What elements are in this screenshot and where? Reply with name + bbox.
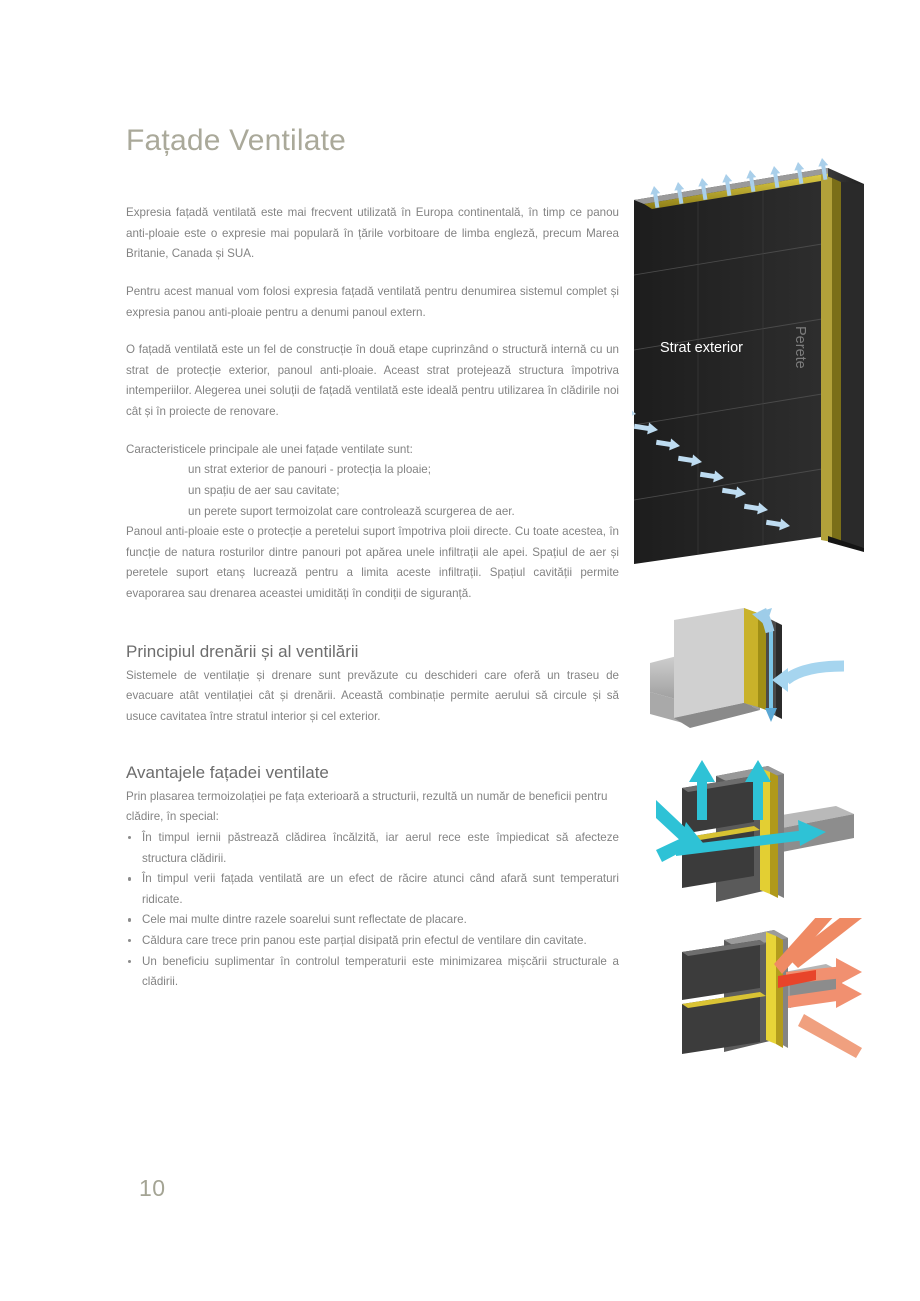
cladding-top-edge <box>634 168 837 204</box>
advantages-bullet-list: În timpul iernii păstrează clădirea încă… <box>126 828 619 993</box>
wall-cladding-face <box>633 168 829 564</box>
support-wall-top <box>674 608 744 718</box>
intro-paragraph-3: O fațadă ventilată este un fel de constr… <box>126 343 619 418</box>
solar-incoming-rays <box>774 918 862 1058</box>
solar-cladding-lower <box>682 992 760 1054</box>
insulation-top-band <box>644 172 845 209</box>
solar-hotspot <box>778 970 816 988</box>
list-item: În timpul iernii păstrează clădirea încă… <box>126 828 619 869</box>
page-number: 10 <box>139 1175 166 1201</box>
figure-label-wall: Perete <box>792 326 808 369</box>
airflow-arrows-in <box>656 800 704 862</box>
text-column: Fațade Ventilate Expresia fațadă ventila… <box>126 124 619 993</box>
insulation-layer-shadow <box>758 613 766 710</box>
insulation-side-shadow <box>832 178 841 545</box>
characteristics-block: Caracteristicele principale ale unei faț… <box>126 440 619 605</box>
section-heading-advantages: Avantajele fațadei ventilate <box>126 762 329 782</box>
characteristics-list: un strat exterior de panouri - protecția… <box>126 460 619 522</box>
support-wall-bottom <box>674 703 760 728</box>
figure-ventilated-wall <box>632 158 864 564</box>
characteristics-intro: Caracteristicele principale ale unei faț… <box>126 442 413 456</box>
airflow-arrow-right <box>676 820 826 856</box>
intro-paragraph-1: Expresia fațadă ventilată este mai frecv… <box>126 206 619 261</box>
list-item: Căldura care trece prin panou este parți… <box>126 931 619 952</box>
drainage-arrow-down <box>765 630 777 722</box>
insulation-side-strip <box>821 174 832 542</box>
solar-insulation-shadow <box>776 936 783 1048</box>
air-entry-arrow <box>772 660 845 692</box>
figure-air-circulation <box>656 760 854 902</box>
list-item: un strat exterior de panouri - protecția… <box>188 463 431 477</box>
intro-paragraph-2: Pentru acest manual vom folosi expresia … <box>126 284 619 319</box>
solar-insulation <box>766 932 776 1044</box>
section-drainage-paragraph: Sistemele de ventilație și drenare sunt … <box>126 668 619 723</box>
air-exit-arrow-up <box>752 608 775 634</box>
section-heading-drainage: Principiul drenării și al ventilării <box>126 641 359 661</box>
air-outlet-arrows <box>650 158 829 209</box>
slab-top <box>764 806 854 828</box>
solar-cladding-upper-top <box>682 940 766 956</box>
list-item: Cele mai multe dintre razele soarelui su… <box>126 910 619 931</box>
figure-drainage-detail <box>650 608 845 728</box>
air-inlet-arrows <box>632 406 790 531</box>
figure-solar-reflection <box>682 918 862 1058</box>
cladding-joint-highlight <box>682 826 760 842</box>
cladding-panel <box>776 622 782 719</box>
insulation-layer <box>744 608 758 707</box>
figure-label-exterior-layer: Strat exterior <box>660 340 743 356</box>
characteristics-closing-paragraph: Panoul anti-ploaie este o protecție a pe… <box>126 525 619 600</box>
solar-cladding-upper <box>682 940 760 1000</box>
solar-cladding-joint <box>682 992 766 1008</box>
wall-core <box>841 182 864 548</box>
list-item: Un beneficiu suplimentar în controlul te… <box>126 952 619 993</box>
list-item: un perete suport termoizolat care contro… <box>188 504 515 518</box>
list-item: un spațiu de aer sau cavitate; <box>188 483 340 497</box>
section-advantages-intro: Prin plasarea termoizolației pe fața ext… <box>126 789 608 824</box>
wall-bottom-edge <box>828 536 864 552</box>
page-title: Fațade Ventilate <box>126 124 347 157</box>
airflow-arrows-up <box>689 760 771 820</box>
list-item: În timpul verii fațada ventilată are un … <box>126 869 619 910</box>
solar-reflected-rays <box>786 958 862 1008</box>
